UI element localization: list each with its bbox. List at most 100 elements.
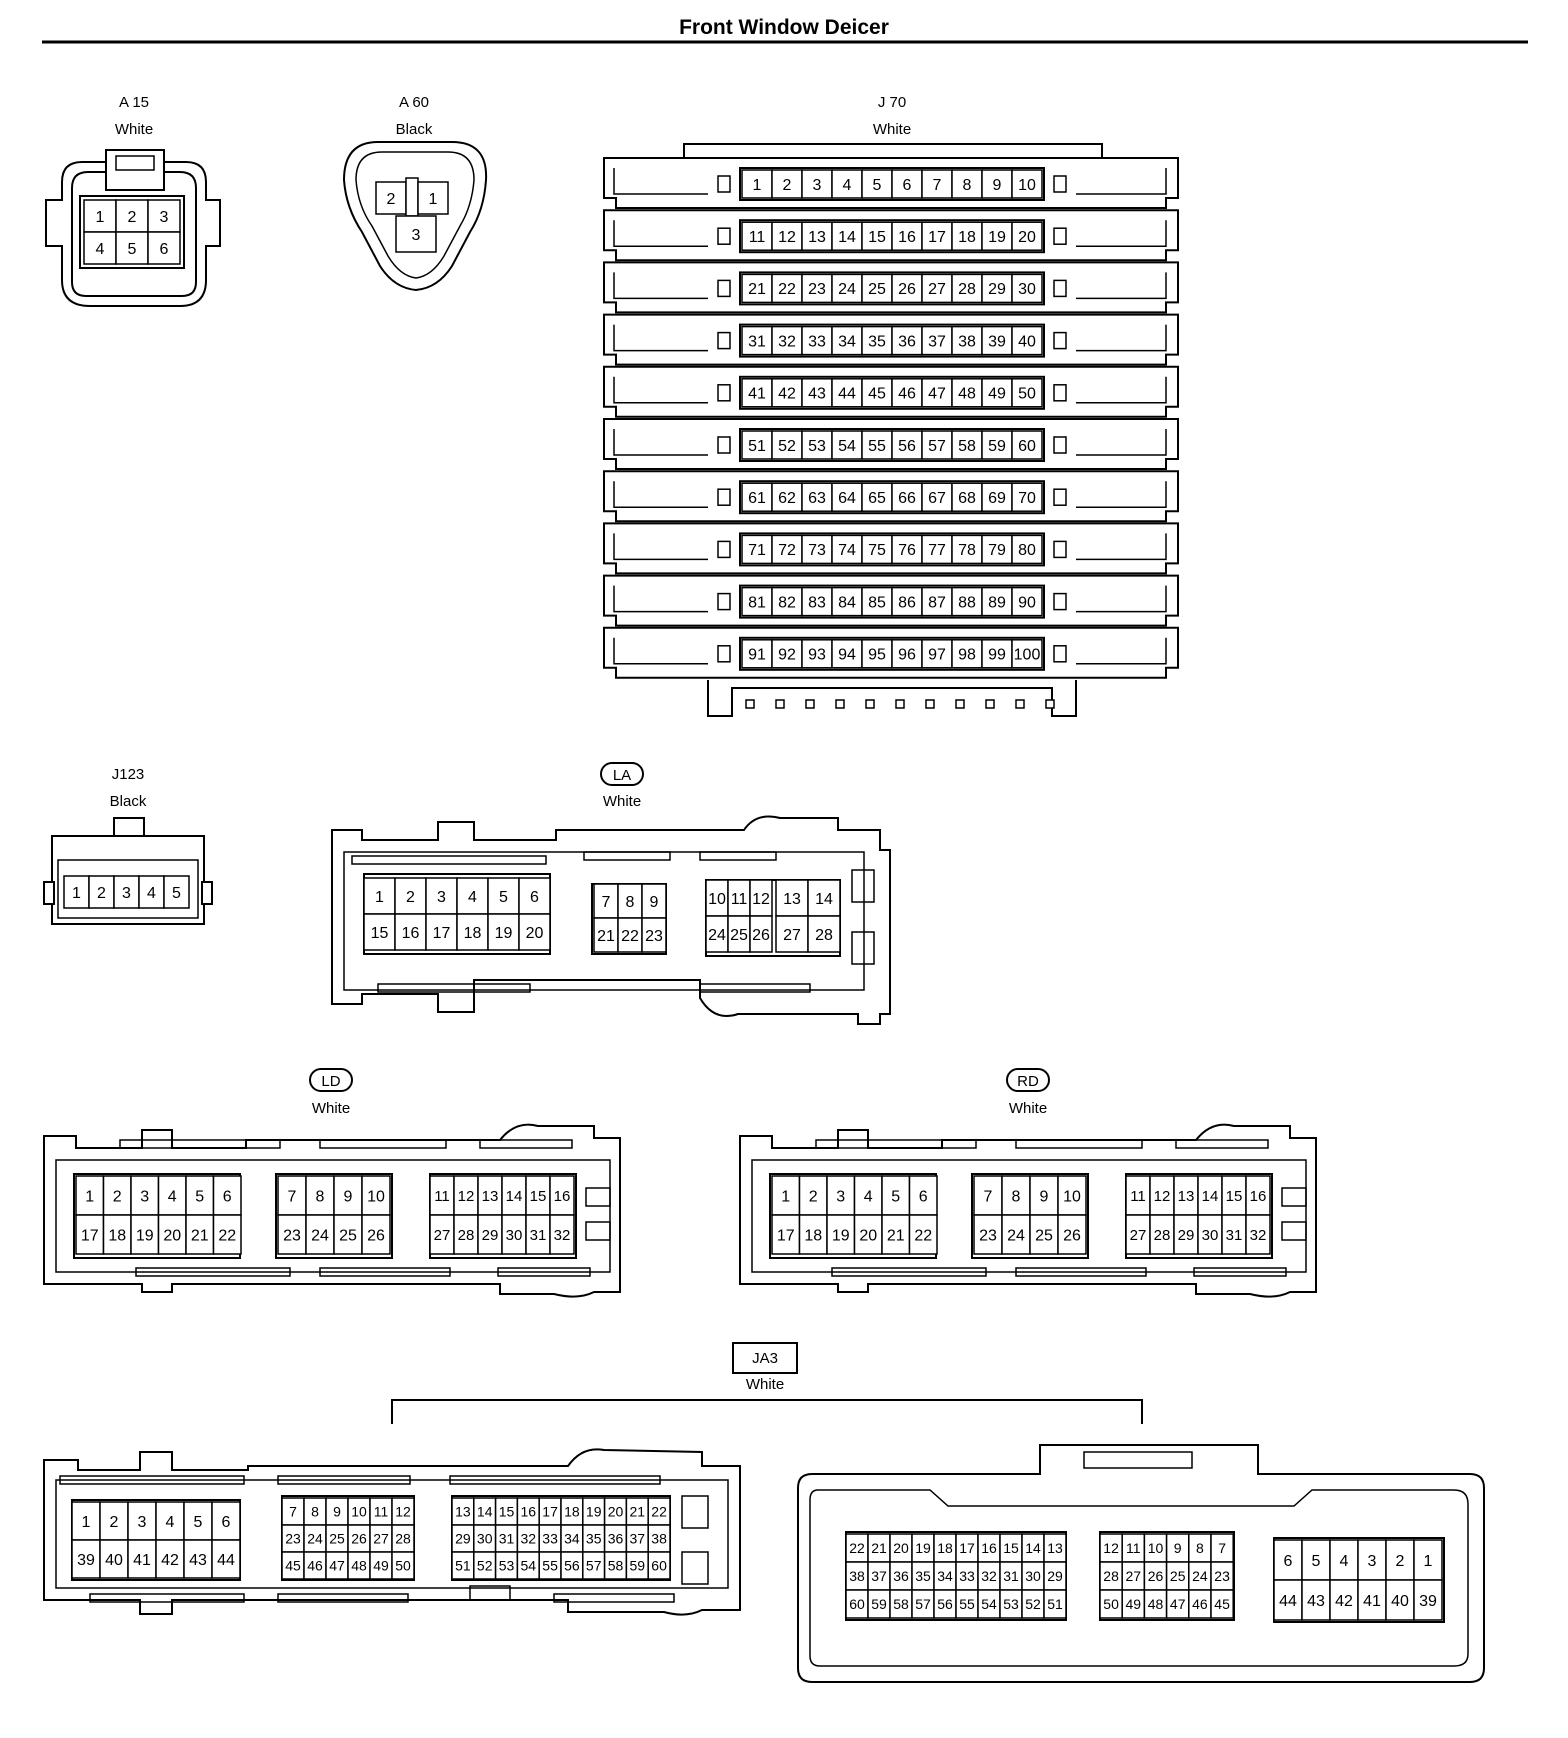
j70-pin-50-cell: [1011, 378, 1043, 408]
j70-pin-47-cell: [921, 378, 953, 408]
ja3-left-pin-51: 51: [455, 1558, 471, 1574]
ja3-left-pin-17: 17: [542, 1504, 558, 1520]
a15-pin-4: 4: [96, 241, 105, 258]
la-pin-24: 24: [708, 927, 726, 944]
ja3-right-pin-51-cell: [1043, 1589, 1067, 1619]
ja3-left-pin-4: 4: [166, 1514, 175, 1531]
j70-pin-86: 86: [898, 594, 916, 611]
la-pin-7: 7: [602, 894, 611, 911]
j70-pin-85: 85: [868, 594, 886, 611]
j70-row-lock-right: [1053, 331, 1067, 350]
j70-pin-56: 56: [898, 438, 916, 455]
connector-a15-code: A 15: [119, 94, 149, 111]
j70-pin-3: 3: [813, 177, 822, 194]
rd-pin-7: 7: [984, 1188, 993, 1205]
j70-pin-62: 62: [778, 490, 796, 507]
ld-side-slot-1: [585, 1187, 611, 1207]
rd-pin-30: 30: [1202, 1227, 1219, 1244]
ja3-left-side-slot-1: [681, 1495, 709, 1529]
ja3-left-pin-6-cell: [211, 1501, 241, 1541]
ja3-right-pin-48: 48: [1148, 1596, 1164, 1612]
connector-rd-code: RD: [1017, 1073, 1039, 1090]
ja3-left-pin-58: 58: [608, 1558, 624, 1574]
ld-pin-30: 30: [506, 1227, 523, 1244]
rd-pin-30-cell: [1197, 1214, 1223, 1255]
ld-pin-4-cell: [157, 1175, 187, 1216]
la-pin-18: 18: [464, 925, 482, 942]
ja3-left-pin-60-cell: [647, 1551, 671, 1580]
page-title: Front Window Deicer: [679, 16, 889, 39]
connector-ld-code-box: [309, 1068, 353, 1092]
j70-pin-95: 95: [868, 647, 886, 664]
ld-pin-25: 25: [339, 1227, 357, 1244]
connector-ja3-code: JA3: [752, 1350, 778, 1367]
ja3-left-pin-55: 55: [542, 1558, 558, 1574]
j70-pin-61-cell: [741, 482, 773, 512]
ja3-right-pin-5: 5: [1312, 1553, 1321, 1570]
connector-j123-color: Black: [110, 793, 147, 810]
rd-pin-6-cell: [908, 1175, 938, 1216]
la-pin-14-cell: [807, 879, 841, 917]
j70-pin-40: 40: [1018, 333, 1036, 350]
ja3-right-pin-37: 37: [871, 1568, 887, 1584]
connector-ja3-left-housing: [43, 1448, 741, 1616]
ld-pin-23-cell: [277, 1214, 307, 1255]
j70-pin-72-cell: [771, 534, 803, 565]
la-pin-10: 10: [708, 891, 726, 908]
ja3-left-pin-19: 19: [586, 1504, 602, 1520]
j70-pin-93: 93: [808, 647, 826, 664]
j70-pin-15: 15: [868, 229, 886, 246]
connector-ja3-bracket: [391, 1399, 1143, 1424]
ld-pin-31-cell: [525, 1214, 551, 1255]
la-pin-8-cell: [617, 883, 643, 919]
connector-ja3-color: White: [746, 1376, 784, 1393]
ja3-left-pin-41: 41: [133, 1552, 151, 1569]
a60-pin-2: 2: [387, 191, 396, 208]
connector-ld-color: White: [312, 1100, 350, 1117]
j70-row-lock-left: [717, 227, 731, 245]
j70-pin-25: 25: [868, 281, 886, 298]
la-pin-26-cell: [749, 915, 773, 953]
j123-pin-5: 5: [172, 885, 181, 902]
j70-pin-71-cell: [741, 534, 773, 565]
ja3-left-pin-24: 24: [307, 1531, 323, 1547]
j70-pin-11: 11: [749, 229, 766, 246]
la-pin-6: 6: [530, 889, 539, 906]
j70-pin-55: 55: [868, 438, 886, 455]
rd-rail-bottom-3: [1193, 1267, 1287, 1277]
rd-pin-12-cell: [1149, 1175, 1175, 1216]
j70-pin-96: 96: [898, 647, 916, 664]
j70-pin-51: 51: [748, 438, 766, 455]
j123-pin-4: 4: [147, 885, 156, 902]
j70-pin-63-cell: [801, 482, 833, 512]
j70-row-pin-frame: [739, 428, 1045, 462]
ja3-left-pin-23: 23: [285, 1531, 301, 1547]
rd-pin-11-cell: [1125, 1175, 1151, 1216]
la-pin-4: 4: [468, 889, 477, 906]
j70-pin-97: 97: [928, 647, 946, 664]
connector-la-code-box: [600, 762, 644, 786]
ja3-right-pin-43: 43: [1307, 1593, 1325, 1610]
j70-row-housing: [603, 261, 1179, 314]
ja3-left-pin-57: 57: [586, 1558, 602, 1574]
rd-pin-31: 31: [1226, 1227, 1243, 1244]
rd-pin-3-cell: [826, 1175, 856, 1216]
ld-pin-14: 14: [506, 1188, 523, 1205]
j70-row-rail: [613, 481, 1167, 508]
connector-ja3-right-housing: [797, 1444, 1485, 1683]
ld-pin-26-cell: [361, 1214, 391, 1255]
ld-pin-10: 10: [367, 1188, 385, 1205]
j70-pin-43-cell: [801, 378, 833, 408]
ja3-right-pin-34: 34: [937, 1568, 953, 1584]
ja3-right-pin-22: 22: [849, 1540, 865, 1556]
j123-pin-3: 3: [122, 885, 131, 902]
ld-pin-11-cell: [429, 1175, 455, 1216]
ja3-left-pin-25: 25: [329, 1531, 345, 1547]
la-pin-11: 11: [731, 891, 748, 908]
ja3-left-pin-53: 53: [499, 1558, 515, 1574]
j70-pin-53-cell: [801, 430, 833, 460]
la-side-slot-2: [851, 931, 875, 965]
connector-ld-frame: [55, 1159, 611, 1273]
j70-pin-81: 81: [748, 594, 766, 611]
